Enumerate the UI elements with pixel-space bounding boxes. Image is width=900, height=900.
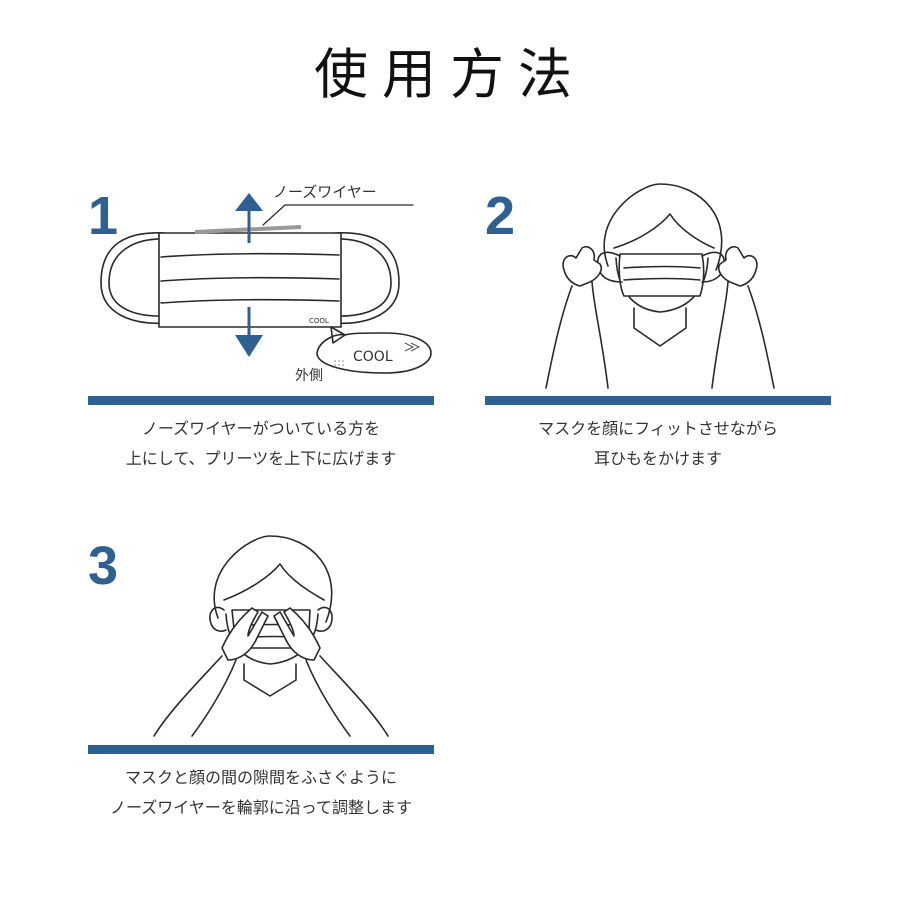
- expand-up-arrow-icon: [235, 193, 263, 243]
- step-2-divider: [485, 396, 831, 405]
- step-2-caption: マスクを顔にフィットさせながら 耳ひもをかけます: [485, 414, 831, 474]
- step-1-divider: [88, 396, 434, 405]
- step-1-mask-illustration: ノーズワイヤー COOL COOL 外側: [100, 183, 432, 384]
- tag-large-label: COOL: [353, 349, 393, 365]
- step-3-number: 3: [88, 536, 119, 596]
- expand-down-arrow-icon: [235, 307, 263, 357]
- step-2-number: 2: [485, 186, 516, 246]
- step-2-person-illustration: [545, 183, 775, 389]
- step-3-caption: マスクと顔の間の隙間をふさぐように ノーズワイヤーを輪郭に沿って調整します: [80, 763, 442, 823]
- step-1-number: 1: [88, 186, 119, 246]
- step-3-divider: [88, 745, 434, 754]
- step-3-caption-line-1: マスクと顔の間の隙間をふさぐように: [124, 768, 397, 787]
- step-2-caption-line-2: 耳ひもをかけます: [593, 449, 722, 468]
- step-3-caption-line-2: ノーズワイヤーを輪郭に沿って調整します: [110, 798, 412, 817]
- page-title: 使用方法: [314, 43, 586, 106]
- outside-label: 外側: [295, 368, 323, 384]
- nose-wire-label: ノーズワイヤー: [273, 183, 377, 201]
- step-1-caption: ノーズワイヤーがついている方を 上にして、プリーツを上下に広げます: [88, 414, 434, 474]
- step-3-person-illustration: [153, 535, 389, 737]
- step-1-caption-line-1: ノーズワイヤーがついている方を: [141, 419, 381, 438]
- step-1-caption-line-2: 上にして、プリーツを上下に広げます: [125, 449, 397, 468]
- tag-small-label: COOL: [309, 317, 329, 325]
- step-2-caption-line-1: マスクを顔にフィットさせながら: [538, 419, 778, 438]
